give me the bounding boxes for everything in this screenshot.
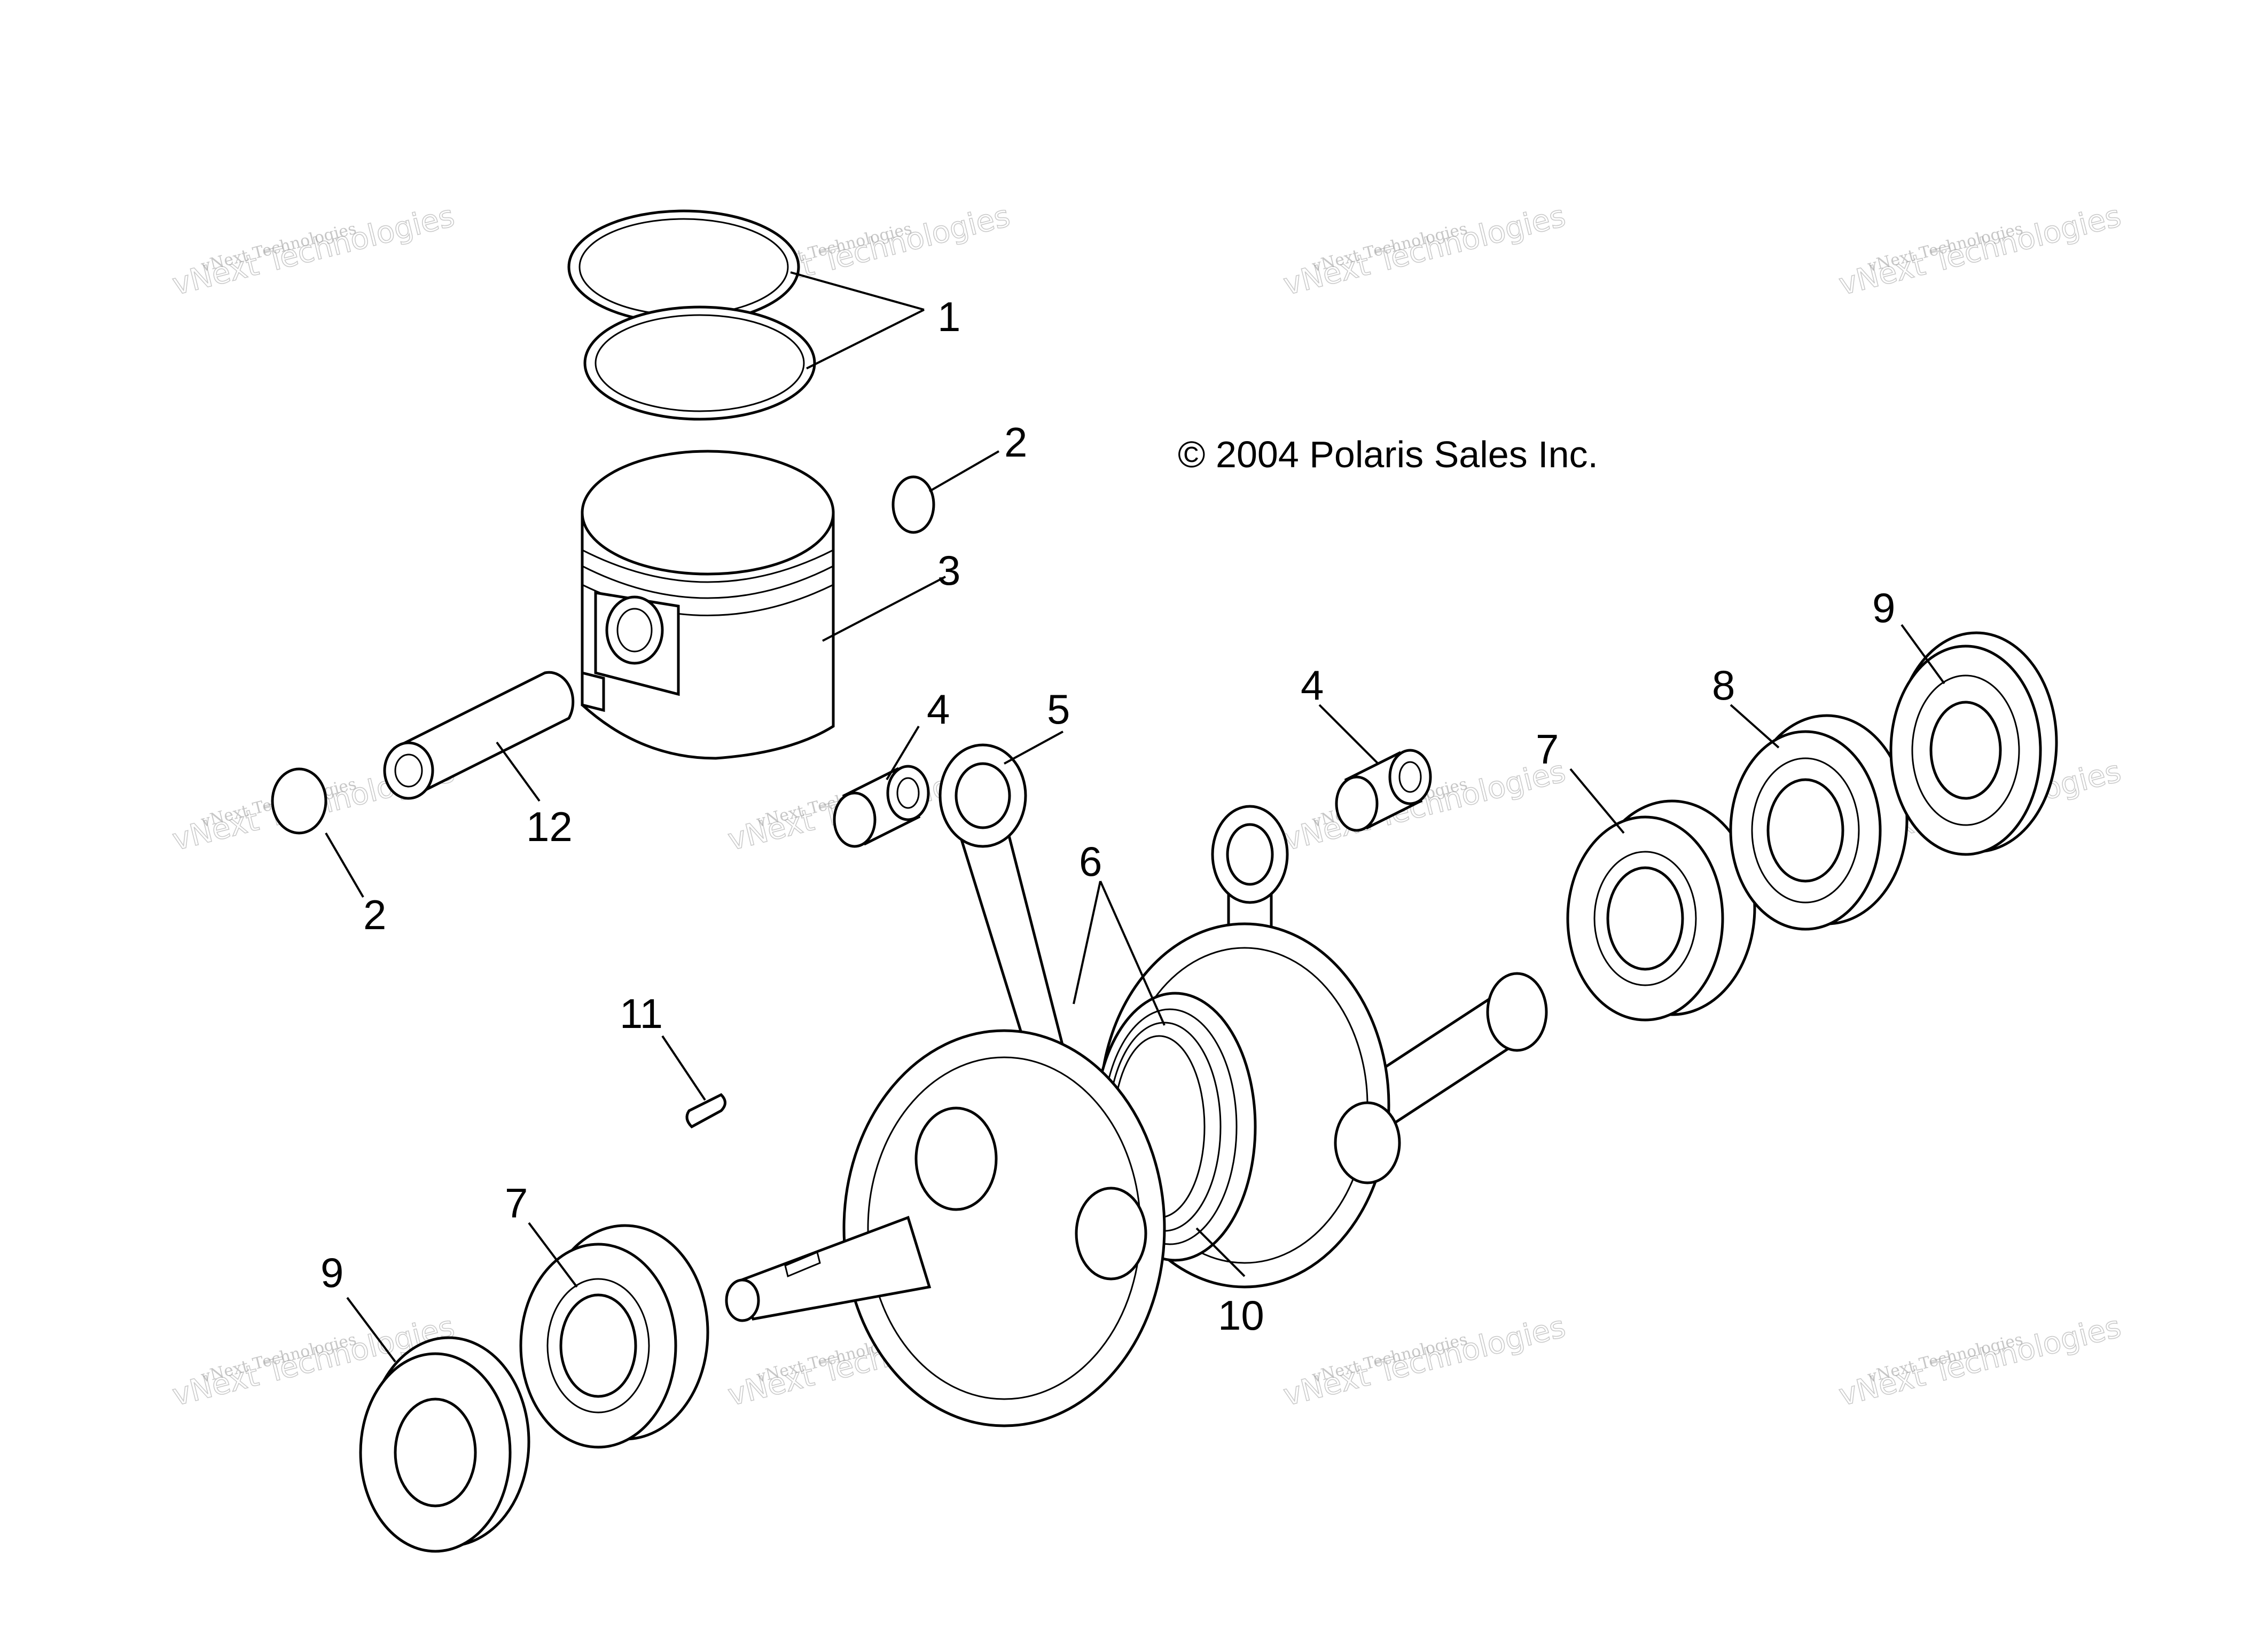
callout-9-left: 9 [320,1249,343,1296]
woodruff-key [685,1093,726,1129]
leader-lines [325,271,1945,1363]
callout-2-top: 2 [1004,419,1027,466]
callout-2-left: 2 [363,891,386,938]
ball-bearing-right [1566,799,1756,1022]
callout-12: 12 [526,803,573,850]
needle-bearing-right [1335,749,1432,832]
watermark-outline: vNext Technologies [1280,1309,1569,1413]
watermark-outline: vNext Technologies [169,199,458,302]
oil-seal-right [1889,631,2058,856]
callout-11: 11 [620,990,663,1037]
callout-7-right: 7 [1536,726,1559,773]
needle-bearing-left [833,765,930,848]
copyright-notice: © 2004 Polaris Sales Inc. [1178,434,1598,475]
watermark-outline: vNext Technologies [1835,1309,2124,1413]
piston-rings [567,209,816,421]
bearing-8 [1729,714,1909,931]
piston-pin [383,671,575,800]
callout-3: 3 [937,547,960,594]
callout-4-right: 4 [1301,662,1324,709]
callout-6: 6 [1079,838,1102,885]
watermark-outline: vNext Technologies [1280,199,1569,302]
callout-4-left: 4 [927,686,950,733]
connecting-rod-left [939,743,1065,1048]
callout-9-right: 9 [1872,584,1895,631]
callout-10: 10 [1218,1292,1264,1339]
crankshaft [725,922,1548,1427]
watermark-outline: vNext Technologies [1835,199,2124,302]
callout-7-left: 7 [505,1180,528,1227]
ball-bearing-left [519,1224,709,1449]
circlip-left [271,767,327,835]
circlip-top [891,475,935,534]
callout-8: 8 [1712,662,1735,709]
callout-1: 1 [937,293,960,340]
piston [581,450,835,760]
callout-5: 5 [1047,686,1070,733]
oil-seal-left [359,1336,530,1553]
